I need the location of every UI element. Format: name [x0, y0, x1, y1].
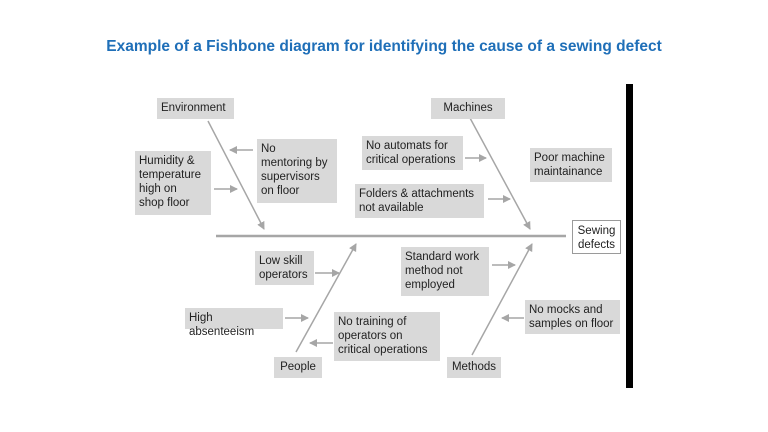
cause-humidity: Humidity & temperature high on shop floo…	[135, 151, 211, 215]
effect-sewing-defects: Sewing defects	[572, 220, 621, 254]
cause-low-skill: Low skill operators	[255, 251, 314, 285]
cause-no-mocks: No mocks and samples on floor	[525, 300, 620, 334]
category-environment: Environment	[157, 98, 234, 119]
vertical-bar	[626, 84, 633, 388]
cause-high-absenteeism: High absenteeism	[185, 308, 283, 338]
cause-poor-maintenance: Poor machine maintainance	[530, 148, 612, 182]
category-people: People	[274, 357, 322, 378]
bone-environment	[207, 120, 265, 230]
cause-no-training: No training of operators on critical ope…	[334, 312, 440, 361]
cause-folders: Folders & attachments not available	[355, 184, 484, 218]
bone-methods	[471, 243, 533, 356]
bone-machines	[469, 117, 531, 230]
bone-people	[295, 243, 357, 353]
cause-no-mentoring: No mentoring by supervisors on floor	[257, 139, 337, 203]
category-machines: Machines	[431, 98, 505, 119]
cause-no-automats: No automats for critical operations	[362, 136, 463, 170]
diagram-title: Example of a Fishbone diagram for identi…	[106, 38, 662, 55]
category-methods: Methods	[447, 357, 501, 378]
cause-standard-work: Standard work method not employed	[401, 247, 489, 296]
